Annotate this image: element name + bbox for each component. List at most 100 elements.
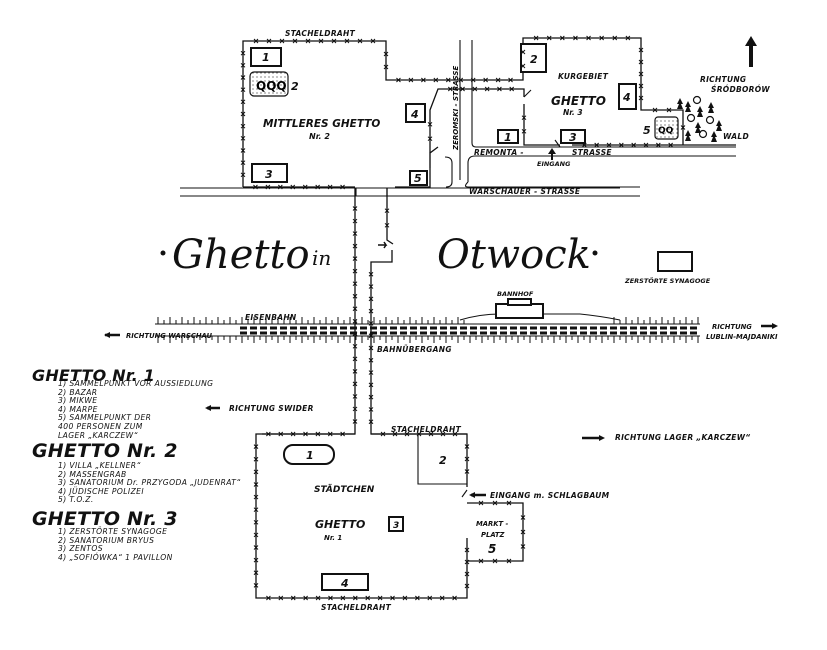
barbed-wire-mark bbox=[253, 482, 259, 487]
railway bbox=[155, 313, 700, 337]
barbed-wire-mark bbox=[452, 431, 458, 437]
barbed-wire-mark bbox=[520, 49, 526, 55]
barbed-wire-mark bbox=[352, 381, 358, 387]
barbed-wire-mark bbox=[352, 406, 358, 412]
legend-heading: GHETTO Nr. 1 bbox=[32, 366, 156, 385]
barbed-wire-mark bbox=[290, 184, 296, 190]
g2-marker-4 bbox=[405, 103, 426, 123]
g3-marker-3 bbox=[560, 129, 586, 144]
barbed-wire-mark bbox=[581, 142, 587, 148]
barbed-wire-mark bbox=[383, 51, 389, 57]
svg-text:1: 1 bbox=[504, 131, 512, 144]
map-title-otwock: Otwock bbox=[437, 232, 591, 278]
barbed-wire-mark bbox=[253, 570, 259, 576]
barbed-wire-marks bbox=[240, 35, 686, 601]
barbed-wire-mark bbox=[315, 595, 321, 601]
arrow-left-icon bbox=[104, 332, 110, 338]
barbed-wire-mark bbox=[327, 184, 333, 190]
svg-text:4: 4 bbox=[410, 108, 419, 121]
barbed-wire-mark bbox=[478, 558, 484, 564]
barbed-wire-mark bbox=[404, 431, 410, 437]
svg-text:Nr. 1: Nr. 1 bbox=[324, 534, 342, 542]
svg-text:ŚRÓDBORÓW: ŚRÓDBORÓW bbox=[711, 85, 770, 94]
richtung-warschau-label: RICHTUNG WARSCHAU bbox=[126, 332, 213, 340]
forest-wald-icon bbox=[677, 95, 722, 142]
barbed-wire-mark bbox=[599, 35, 605, 41]
svg-text:1: 1 bbox=[306, 449, 314, 462]
barbed-wire-mark bbox=[390, 595, 395, 601]
barbed-wire-mark bbox=[427, 595, 433, 601]
svg-text:LUBLIN-MAJDANIKI: LUBLIN-MAJDANIKI bbox=[706, 333, 778, 341]
barbed-wire-mark bbox=[368, 407, 374, 412]
barbed-wire-mark bbox=[278, 595, 284, 601]
barbed-wire-mark bbox=[427, 121, 433, 127]
svg-text:5: 5 bbox=[414, 172, 422, 185]
barbed-wire-mark bbox=[253, 38, 259, 44]
barbed-wire-mark bbox=[253, 557, 259, 563]
barbed-wire-mark bbox=[638, 47, 644, 53]
legend-item: 3) ZENTOS bbox=[58, 544, 103, 554]
barbed-wire-mark bbox=[433, 77, 439, 83]
barbed-wire-mark bbox=[447, 86, 453, 92]
barbed-wire-mark bbox=[458, 77, 464, 83]
eingang-arrow-icon bbox=[548, 148, 556, 160]
barbed-wire-mark bbox=[416, 431, 422, 437]
barbed-wire-mark bbox=[290, 431, 296, 437]
barbed-wire-mark bbox=[520, 515, 526, 520]
barbed-wire-mark bbox=[520, 63, 526, 69]
barbed-wire-mark bbox=[315, 431, 321, 437]
g1-marker-4 bbox=[321, 573, 369, 591]
barbed-wire-mark bbox=[279, 38, 285, 44]
barbed-wire-mark bbox=[352, 369, 358, 374]
barbed-wire-mark bbox=[340, 595, 346, 601]
barbed-wire-mark bbox=[240, 160, 246, 166]
legend-item: 1) ZERSTÖRTE SYNAGOGE bbox=[58, 527, 168, 536]
stacheldraht-label-g2: STACHELDRAHT bbox=[285, 29, 356, 38]
barbed-wire-mark bbox=[368, 271, 374, 277]
map-title-ghetto: Ghetto bbox=[172, 232, 310, 278]
barbed-wire-mark bbox=[290, 595, 296, 601]
barbed-wire-mark bbox=[240, 99, 246, 105]
strasse-label: STRASSE bbox=[572, 148, 612, 157]
barbed-wire-mark bbox=[315, 184, 321, 190]
barbed-wire-mark bbox=[328, 595, 333, 601]
north-arrow-icon bbox=[745, 36, 757, 67]
barbed-wire-mark bbox=[352, 218, 358, 224]
svg-text:4: 4 bbox=[340, 577, 349, 590]
barbed-wire-mark bbox=[383, 64, 389, 70]
barbed-wire-mark bbox=[573, 35, 578, 41]
g2-marker-3 bbox=[251, 163, 288, 183]
barbed-wire-mark bbox=[352, 595, 358, 601]
barbed-wire-mark bbox=[638, 59, 644, 65]
streets bbox=[180, 40, 736, 197]
barbed-wire-mark bbox=[352, 306, 358, 312]
barbed-wire-mark bbox=[625, 35, 631, 41]
svg-text:3: 3 bbox=[569, 131, 577, 144]
g2-marker-2-massengrab-icon bbox=[249, 71, 289, 97]
remonta-label: REMONTA - bbox=[474, 148, 524, 157]
barbed-wire-mark bbox=[240, 111, 246, 117]
barbed-wire-mark bbox=[368, 284, 374, 289]
barbed-wire-mark bbox=[253, 519, 259, 525]
barbed-wire-mark bbox=[559, 35, 565, 41]
barbed-wire-mark bbox=[278, 431, 284, 437]
svg-text:2: 2 bbox=[291, 80, 299, 93]
barbed-wire-mark bbox=[368, 308, 374, 314]
eingang-schlagbaum-label: EINGANG m. SCHLAGBAUM bbox=[490, 491, 610, 500]
g3-marker-2 bbox=[520, 43, 547, 73]
barbed-wire-mark bbox=[384, 222, 390, 228]
barbed-wire-mark bbox=[464, 547, 470, 553]
stacheldraht-label-g1-top: STACHELDRAHT bbox=[391, 425, 462, 434]
g2-marker-5 bbox=[409, 170, 428, 186]
barbed-wire-mark bbox=[240, 62, 246, 68]
barbed-wire-mark bbox=[521, 128, 527, 134]
barbed-wire-mark bbox=[266, 38, 272, 44]
barbed-wire-mark bbox=[240, 123, 246, 129]
barbed-wire-mark bbox=[428, 431, 434, 437]
barbed-wire-mark bbox=[408, 77, 414, 83]
legend-item: 4) MARPE bbox=[58, 404, 98, 414]
svg-text:Nr. 2: Nr. 2 bbox=[309, 132, 330, 141]
barbed-wire-mark bbox=[368, 419, 374, 425]
barbed-wire-mark bbox=[352, 356, 358, 362]
svg-text:3: 3 bbox=[265, 168, 273, 181]
